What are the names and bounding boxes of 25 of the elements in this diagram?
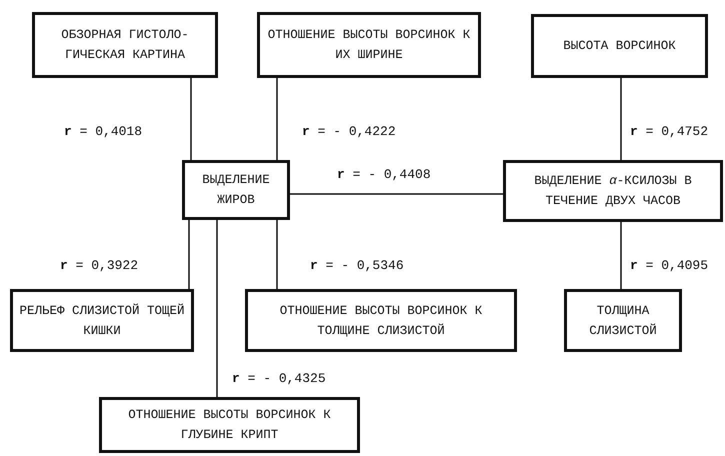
text-box: РЕЛЬЕФ СЛИЗИСТОЙ ТОЩЕЙ КИШКИ [10, 289, 194, 352]
connector-line [190, 78, 192, 160]
connector-line [216, 220, 218, 397]
connector-line [620, 78, 622, 160]
text-box: ОТНОШЕНИЕ ВЫСОТЫ ВОРСИНОК К ИХ ШИРИНЕ [257, 12, 481, 78]
edge-label: r = 0,3922 [58, 258, 140, 273]
text-box: ВЫСОТА ВОРСИНОК [531, 14, 708, 78]
text-box: ОТНОШЕНИЕ ВЫСОТЫ ВОРСИНОК К ГЛУБИНЕ КРИПТ [99, 397, 360, 453]
edge-label: r = 0,4095 [628, 258, 710, 273]
connector-line [290, 193, 503, 195]
text-box: ТОЛЩИНА СЛИЗИСТОЙ [564, 289, 682, 352]
text-box: ВЫДЕЛЕНИЕ α-КСИЛОЗЫ В ТЕЧЕНИЕ ДВУХ ЧАСОВ [503, 160, 723, 222]
edge-label: r = - 0,5346 [308, 258, 406, 273]
connector-line [188, 220, 190, 289]
connector-line [620, 222, 622, 289]
text-box: ОБЗОРНАЯ ГИСТОЛО- ГИЧЕСКАЯ КАРТИНА [32, 12, 218, 78]
edge-label: r = - 0,4408 [335, 167, 433, 182]
edge-label: r = - 0,4325 [230, 371, 328, 386]
text-box: ОТНОШЕНИЕ ВЫСОТЫ ВОРСИНОК К ТОЛЩИНЕ СЛИЗИСТОЙ [245, 289, 517, 352]
connector-line [276, 220, 278, 289]
text-box: ВЫДЕЛЕНИЕ ЖИРОВ [182, 160, 290, 220]
edge-label: r = - 0,4222 [300, 124, 398, 139]
edge-label: r = 0,4018 [62, 124, 144, 139]
edge-label: r = 0,4752 [628, 124, 710, 139]
connector-line [276, 78, 278, 160]
